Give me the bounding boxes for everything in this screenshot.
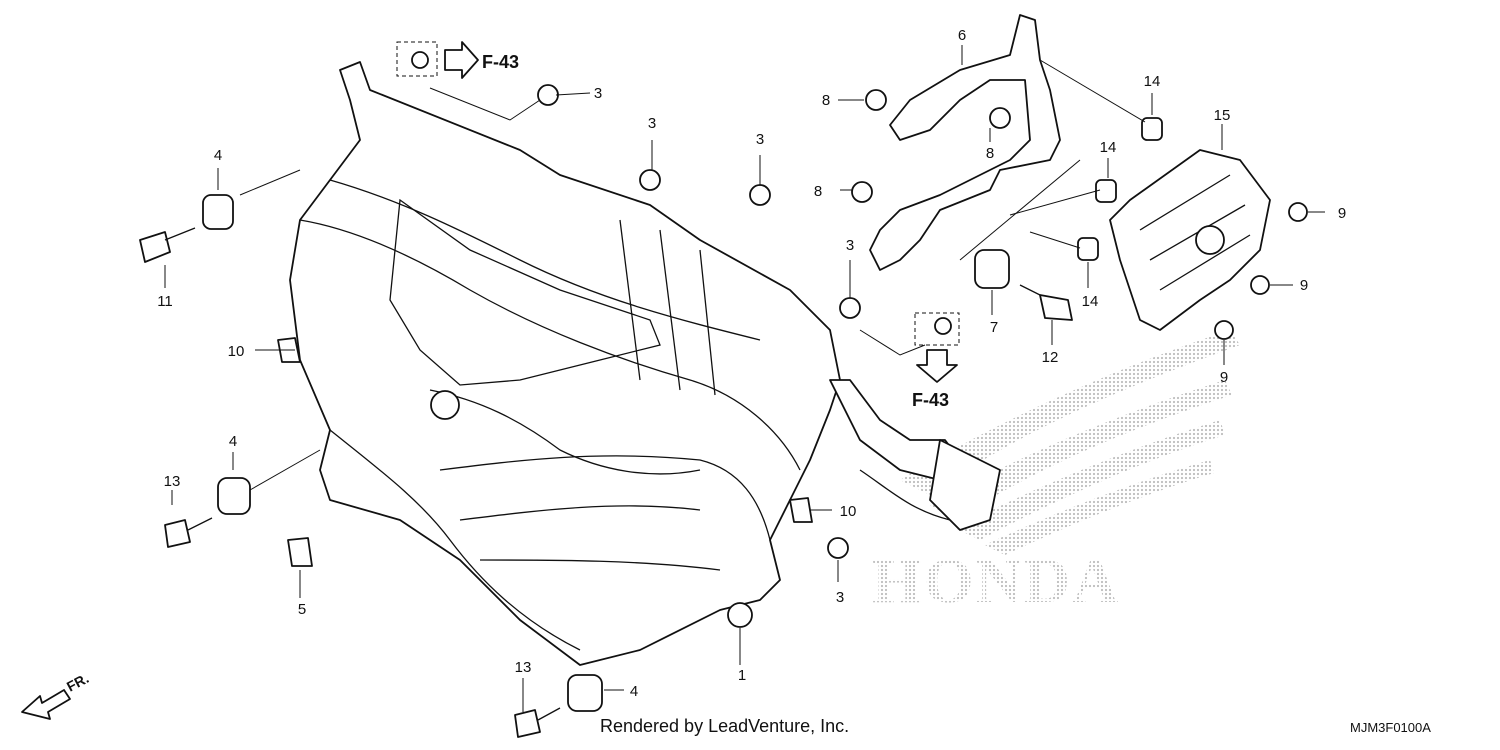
label-part-3a: 3 [594, 85, 602, 102]
front-direction-arrow [21, 689, 71, 720]
label-part-8a: 8 [822, 92, 830, 109]
label-part-14b: 14 [1100, 139, 1117, 156]
ref-box-mid [914, 312, 960, 346]
label-part-5: 5 [298, 601, 306, 618]
label-part-11: 11 [157, 293, 173, 310]
label-part-9b: 9 [1300, 277, 1308, 294]
fasteners [139, 51, 1308, 738]
headlight-assembly [289, 61, 1001, 666]
ref-arrow-mid [916, 349, 958, 383]
label-part-10a: 10 [228, 343, 245, 360]
leader-lines [164, 45, 1325, 712]
label-part-9a: 9 [1338, 205, 1346, 222]
label-part-8b: 8 [986, 145, 994, 162]
label-part-4b: 4 [229, 433, 237, 450]
diagram-code: MJM3F0100A [1350, 720, 1431, 735]
label-part-13b: 13 [515, 659, 532, 676]
label-part-14a: 14 [1144, 73, 1161, 90]
footer-credit: Rendered by LeadVenture, Inc. [600, 716, 849, 736]
label-part-9c: 9 [1220, 369, 1228, 386]
front-label: FR. [64, 670, 91, 695]
label-part-14c: 14 [1082, 293, 1099, 310]
label-part-3b: 3 [648, 115, 656, 132]
ref-arrow-top [444, 41, 479, 79]
label-part-4a: 4 [214, 147, 222, 164]
label-part-4c: 4 [630, 683, 638, 700]
label-part-3d: 3 [846, 237, 854, 254]
label-part-15: 15 [1214, 107, 1231, 124]
control-unit [1109, 149, 1271, 331]
label-part-1: 1 [738, 667, 746, 684]
honda-wing-watermark [900, 330, 1240, 555]
headlight-bracket [869, 14, 1061, 271]
brand-watermark: HONDA [872, 545, 1120, 616]
ref-label-mid: F-43 [912, 390, 949, 410]
label-part-10b: 10 [840, 503, 857, 520]
label-part-8c: 8 [814, 183, 822, 200]
label-part-7: 7 [990, 319, 998, 336]
label-part-3e: 3 [836, 589, 844, 606]
label-part-12: 12 [1042, 349, 1059, 366]
ref-label-top: F-43 [482, 52, 519, 72]
label-part-13a: 13 [164, 473, 181, 490]
label-part-6: 6 [958, 27, 966, 44]
label-part-3c: 3 [756, 131, 764, 148]
ref-box-top [396, 41, 438, 77]
